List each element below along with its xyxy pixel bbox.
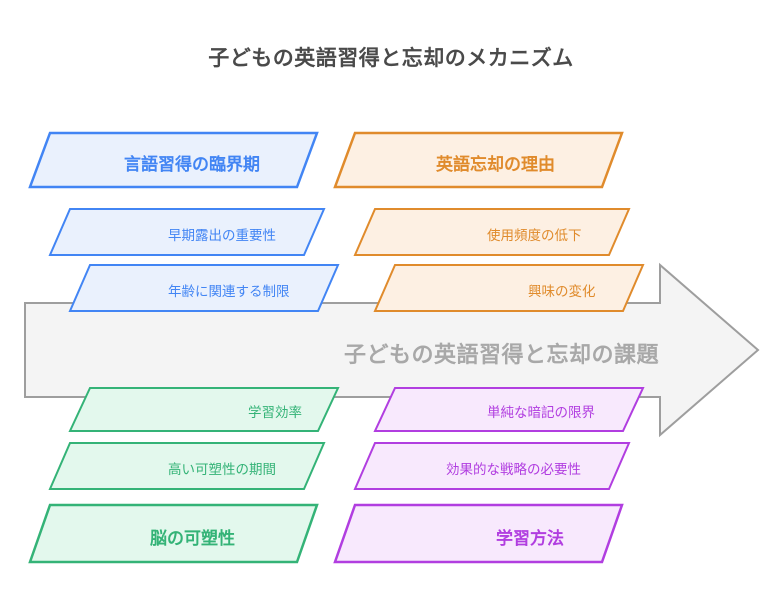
node-br-item1-shape[interactable]: [373, 387, 645, 432]
node-bl-item1-shape[interactable]: [68, 387, 340, 432]
node-tl-header-shape[interactable]: [28, 131, 319, 189]
node-bl-header-shape[interactable]: [28, 503, 319, 564]
center-arrow-label: 子どもの英語習得と忘却の課題: [344, 342, 660, 367]
node-bl-item2-shape[interactable]: [48, 442, 326, 490]
node-tr-header-shape[interactable]: [333, 131, 624, 189]
node-tr-item2-shape[interactable]: [373, 264, 645, 312]
node-tl-item1-shape[interactable]: [48, 208, 326, 256]
node-tl-item2-shape[interactable]: [68, 264, 340, 312]
node-br-header-shape[interactable]: [333, 503, 624, 564]
page-title: 子どもの英語習得と忘却のメカニズム: [208, 47, 574, 70]
node-br-item2-shape[interactable]: [353, 442, 631, 490]
node-tr-item1-shape[interactable]: [353, 208, 631, 256]
